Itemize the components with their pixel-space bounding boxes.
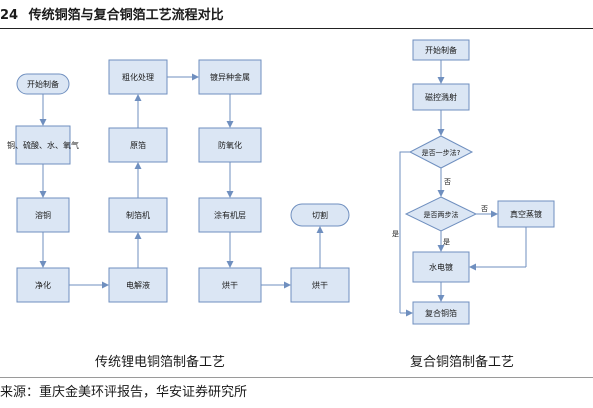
decision-1-label: 是否一步法? (422, 148, 461, 157)
raw-foil-node (108, 127, 168, 163)
dry-1-node (198, 267, 262, 303)
composite-process: 开始制备 磁控溅射 是否一步法? 是否两步法 真空蒸镀 水电镀 复合铜箔 (392, 39, 555, 370)
sputtering-node (412, 83, 470, 111)
dry-1-label: 烘干 (222, 280, 238, 290)
plating-node (198, 59, 262, 95)
decision-1-no-label: 否 (444, 178, 451, 186)
decision-1-yes-line (399, 151, 410, 313)
anti-oxidation-label: 防氧化 (218, 140, 242, 150)
foil-machine-label: 制箔机 (126, 210, 150, 220)
dissolve-node (16, 197, 70, 233)
dry-2-node (290, 267, 350, 303)
purify-node (16, 267, 70, 303)
water-plating-label: 水电镀 (429, 262, 453, 272)
dissolve-label: 溶铜 (35, 210, 51, 220)
vacuum-plating-node (497, 200, 555, 228)
source-divider (0, 377, 593, 378)
cut-label: 切割 (312, 210, 328, 220)
purify-label: 净化 (35, 280, 51, 290)
vacuum-plating-label: 真空蒸镀 (510, 209, 542, 219)
figure-number: 24 (0, 8, 19, 23)
raw-materials-node (15, 125, 71, 165)
source-note: 来源：重庆金美环评报告，华安证券研究所 (0, 385, 248, 400)
coating-label: 涂有机层 (214, 210, 246, 220)
coating-node (198, 197, 262, 233)
decision-2-no-label: 否 (481, 205, 488, 213)
raw-materials-label: 铜、硫酸、水、氧气 (7, 140, 79, 150)
decision-1-yes-label: 是 (392, 230, 399, 238)
output-node (412, 301, 470, 325)
plating-label: 镀异种金属 (210, 72, 250, 82)
comp-start-label: 开始制备 (425, 45, 457, 55)
electrolyte-label: 电解液 (126, 280, 150, 290)
figure-title: 24 传统铜箔与复合铜箔工艺流程对比 (0, 6, 593, 26)
anti-oxidation-node (198, 127, 262, 163)
title-divider (0, 28, 593, 29)
dry-2-label: 烘干 (312, 280, 328, 290)
output-label: 复合铜箔 (425, 308, 457, 318)
sputtering-label: 磁控溅射 (425, 92, 457, 102)
roughening-label: 粗化处理 (122, 72, 154, 82)
electrolyte-node (108, 267, 168, 303)
roughening-node (108, 59, 168, 95)
decision-2-yes-label: 是 (443, 238, 450, 246)
water-plating-node (412, 251, 470, 283)
traditional-process: 开始制备 铜、硫酸、水、氧气 溶铜 净化 电解液 制箔机 原箔 粗化处理 镀异种… (7, 59, 350, 370)
traditional-caption: 传统锂电铜箔制备工艺 (95, 354, 225, 370)
figure-title-text: 传统铜箔与复合铜箔工艺流程对比 (28, 8, 224, 23)
raw-foil-label: 原箔 (130, 140, 146, 150)
composite-caption: 复合铜箔制备工艺 (410, 354, 514, 370)
decision-2-label: 是否两步法 (424, 210, 459, 219)
foil-machine-node (108, 197, 168, 233)
trad-start-label: 开始制备 (27, 79, 59, 89)
